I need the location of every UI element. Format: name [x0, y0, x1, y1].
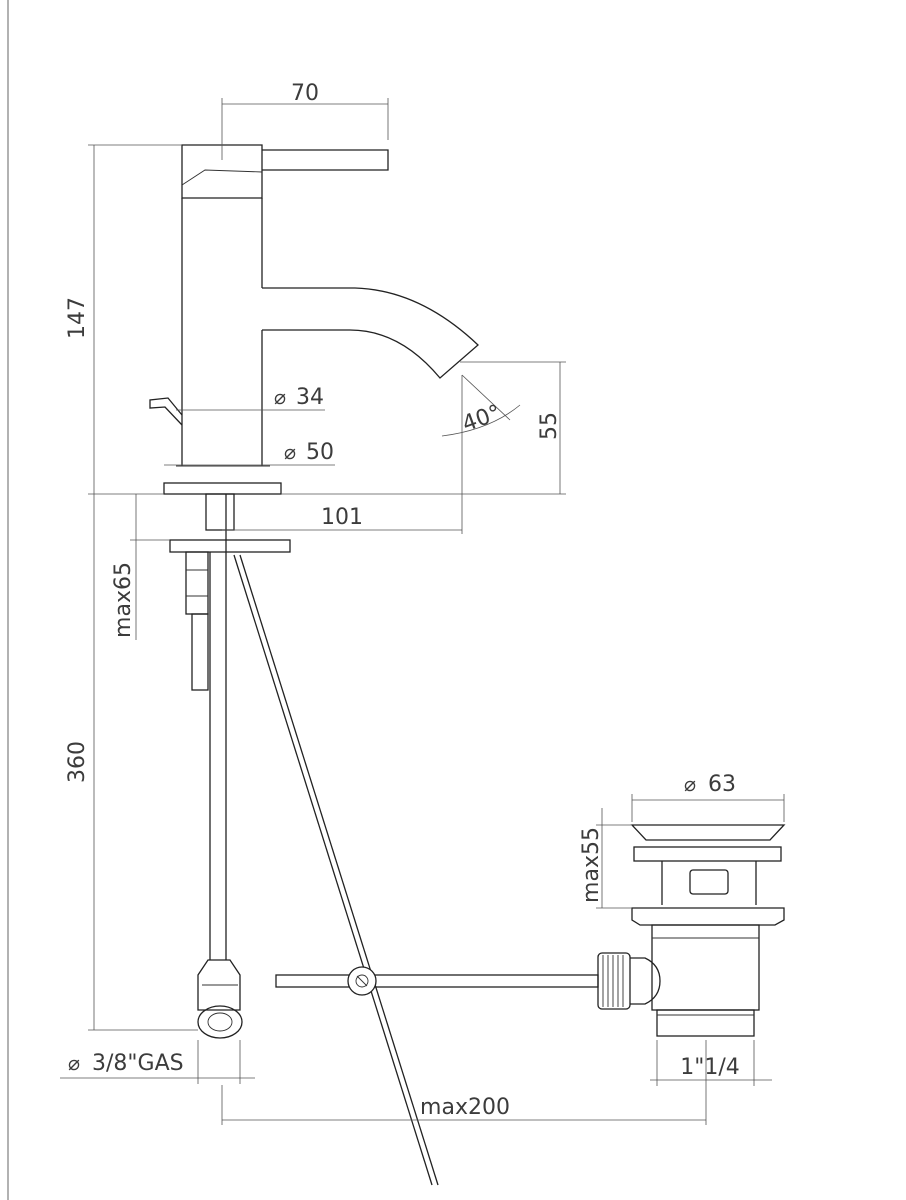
faucet-body: [181, 198, 263, 466]
waste-plug: [630, 824, 786, 841]
dim-spout-height: 55: [537, 412, 562, 440]
waste-flange: [631, 907, 785, 926]
waste-assembly: [597, 824, 786, 1037]
dim-deck-thickness: max65: [111, 562, 136, 638]
dim-waste-diameter-symbol: ⌀: [684, 772, 696, 796]
dim-connection-symbol: ⌀: [68, 1051, 80, 1075]
dimension-labels: 70 147 ⌀ 34 ⌀ 50 40° 55 101 max65 360 ⌀ …: [65, 81, 740, 1120]
linkage-rod: [275, 974, 599, 988]
dim-body-diameter: 34: [296, 385, 324, 410]
faucet-cap-bevel: [181, 169, 263, 186]
dim-hose-length: 360: [65, 741, 90, 783]
dim-body-diameter-symbol: ⌀: [274, 385, 286, 409]
faucet-base: [163, 482, 282, 495]
dim-waste-height: max55: [579, 827, 604, 903]
popup-knob: [149, 397, 183, 426]
dim-waste-thread: 1"1/4: [680, 1055, 740, 1080]
dim-waste-diameter: 63: [708, 772, 736, 797]
faucet-lever: [262, 149, 389, 171]
dim-spout-angle: 40°: [459, 400, 504, 437]
knurled-nut: [597, 952, 631, 1010]
under-deck-fittings: [169, 493, 599, 1186]
dim-spout-reach: 101: [321, 505, 363, 530]
dim-base-diameter: 50: [306, 440, 334, 465]
dim-base-diameter-symbol: ⌀: [284, 440, 296, 464]
dim-top-width: 70: [291, 81, 319, 106]
faucet-spout: [262, 287, 479, 379]
dim-connection: 3/8"GAS: [92, 1051, 184, 1076]
fixing-plate: [169, 539, 291, 553]
fixing-nut: [185, 551, 209, 615]
waste-slot: [689, 869, 729, 895]
dim-rod-length: max200: [420, 1095, 510, 1120]
threaded-stud: [205, 493, 235, 531]
popup-rod: [233, 554, 433, 1186]
dim-total-height: 147: [65, 297, 90, 339]
dimension-lines: [60, 98, 785, 1125]
hose-nut: [197, 959, 241, 1011]
